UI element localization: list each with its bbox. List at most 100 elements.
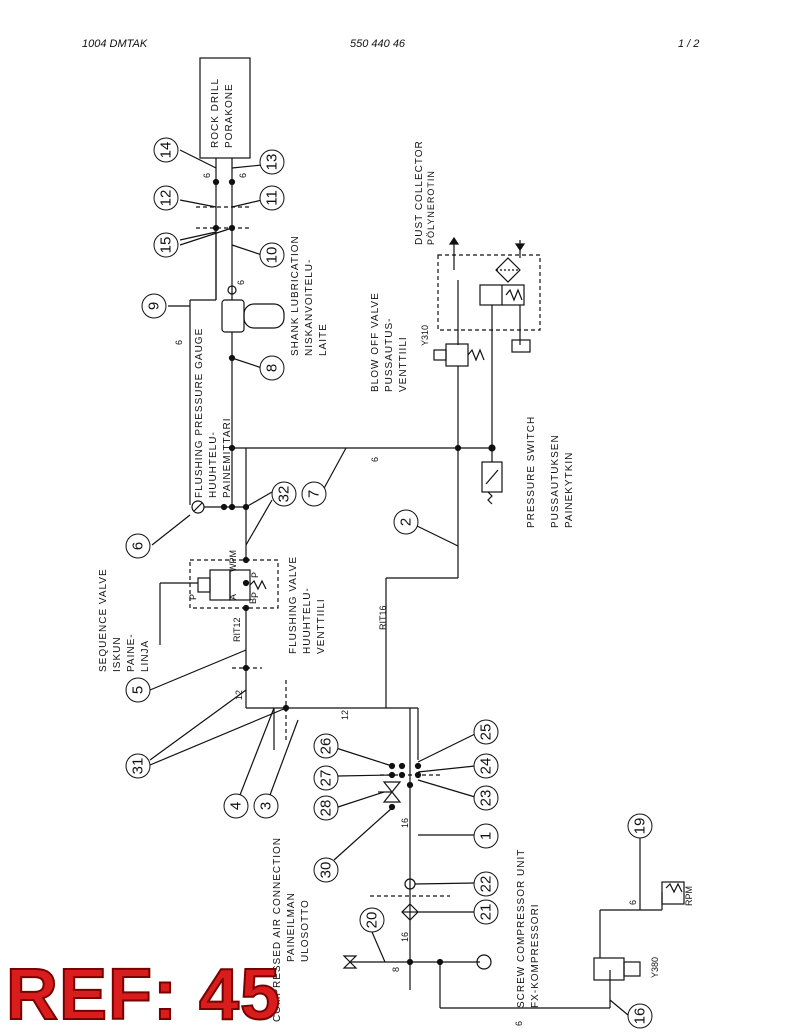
callout-number: 27 — [318, 770, 335, 787]
callout-circle — [141, 293, 167, 319]
switch-spring — [487, 491, 493, 505]
callout-leader — [414, 882, 476, 885]
junction-dot — [406, 781, 414, 789]
callout-leader — [269, 719, 299, 796]
screw-compressor-line-2: FX-KOMPRESSORI — [530, 903, 541, 1008]
callout-circle — [259, 242, 285, 268]
exhaust-triangle — [448, 236, 460, 245]
callout-circle — [473, 871, 499, 897]
callout-circle — [627, 1003, 653, 1029]
callout-circle — [473, 785, 499, 811]
callout-number: 32 — [276, 486, 293, 503]
rit16-label: RIT16 — [378, 605, 388, 630]
ref-label: REF: 45 — [5, 954, 282, 1035]
callout-leader — [149, 707, 287, 766]
callout-leader — [417, 765, 476, 773]
valve-spring — [249, 579, 267, 591]
callout-number: 2 — [398, 518, 415, 526]
dust-collector-label: DUST COLLECTOR PÖLYNEROTIN — [414, 140, 436, 245]
callout-number: 23 — [478, 790, 495, 807]
pressure-switch-label: PRESSURE SWITCH PUSSAUTUKSEN PAINEKYTKIN — [526, 416, 575, 528]
callout-leader — [335, 747, 393, 767]
callout-circle — [473, 753, 499, 779]
callout-number: 8 — [264, 364, 281, 372]
size-16: 16 — [400, 818, 410, 828]
callout-19: 19 — [627, 813, 653, 839]
callout-9: 9 — [141, 293, 167, 319]
dust-collector-box — [437, 254, 541, 331]
junction-dot — [242, 579, 250, 587]
callout-number: 31 — [130, 758, 147, 775]
callout-number: 9 — [146, 302, 163, 310]
junction-dot — [212, 178, 220, 186]
junction-dot — [242, 664, 250, 672]
callout-leader — [149, 689, 247, 761]
callout-circle — [313, 733, 339, 759]
callout-leader — [231, 244, 263, 256]
callout-number: 20 — [364, 912, 381, 929]
callout-number: 15 — [158, 237, 175, 254]
callout-group — [149, 149, 629, 1016]
junction-dot — [228, 178, 236, 186]
callout-circle — [271, 481, 297, 507]
callout-number: 5 — [130, 686, 147, 694]
callout-circle — [259, 185, 285, 211]
callout-24: 24 — [473, 753, 499, 779]
callout-circle — [313, 795, 339, 821]
callout-number: 21 — [478, 904, 495, 921]
screw-compressor-label: SCREW COMPRESSOR UNIT FX-KOMPRESSORI — [516, 849, 541, 1008]
rpm-sensor — [661, 881, 685, 905]
y310-spring — [467, 348, 485, 362]
rock-drill-label: ROCK DRILL PORAKONE — [210, 78, 235, 148]
y380-label: Y380 — [650, 957, 660, 978]
callout-leader — [149, 649, 247, 691]
callout-circle — [153, 185, 179, 211]
size-6: 6 — [174, 340, 184, 345]
callout-circle — [473, 899, 499, 925]
flushing-gauge-line-3: PAINEMITTARI — [222, 417, 233, 498]
callout-number: 25 — [478, 724, 495, 741]
y310-label: Y310 — [420, 325, 430, 346]
port-b: B — [248, 598, 258, 604]
callout-20: 20 — [359, 907, 385, 933]
callout-circle — [153, 232, 179, 258]
callout-circle — [627, 813, 653, 839]
callout-number: 14 — [158, 142, 175, 159]
dust-cylinder — [511, 339, 531, 353]
header-center: 550 440 46 — [350, 38, 406, 50]
callout-number: 13 — [264, 154, 281, 171]
junction-dot — [398, 771, 406, 779]
outlet-fitting — [476, 954, 492, 970]
callout-leader — [321, 447, 347, 493]
blow-off-valve-line-3: VENTTIILI — [398, 336, 409, 392]
callout-leader — [337, 791, 385, 808]
flushing-valve-line-1: FLUSHING VALVE — [288, 556, 299, 654]
junction-dot — [388, 803, 396, 811]
callout-21: 21 — [473, 899, 499, 925]
blow-off-valve-label: BLOW OFF VALVE PUSSAUTUS- VENTTIILI — [370, 292, 409, 392]
callout-leader — [417, 779, 476, 798]
callout-12: 12 — [153, 185, 179, 211]
callout-leader — [231, 164, 263, 169]
size-6: 6 — [238, 173, 248, 178]
y310-valve — [445, 343, 469, 367]
rit12-label: RIT12 — [232, 617, 242, 642]
callout-number: 28 — [318, 800, 335, 817]
callout-16: 16 — [627, 1003, 653, 1029]
callout-number: 26 — [318, 738, 335, 755]
callout-number: 6 — [130, 542, 147, 550]
callout-1: 1 — [473, 823, 499, 849]
callout-number: 7 — [306, 490, 323, 498]
callout-circle — [223, 793, 249, 819]
size-6: 6 — [370, 457, 380, 462]
size-labels: 6 6 6 6 6 12 12 16 16 8 6 6 — [174, 173, 638, 1026]
size-6: 6 — [628, 900, 638, 905]
callout-4: 4 — [223, 793, 249, 819]
callout-leader — [231, 357, 263, 369]
gauge-needle — [193, 502, 203, 512]
port-p: P — [250, 592, 260, 598]
exhaust-triangle — [514, 243, 526, 252]
callout-circle — [125, 533, 151, 559]
callout-leader — [609, 999, 629, 1016]
